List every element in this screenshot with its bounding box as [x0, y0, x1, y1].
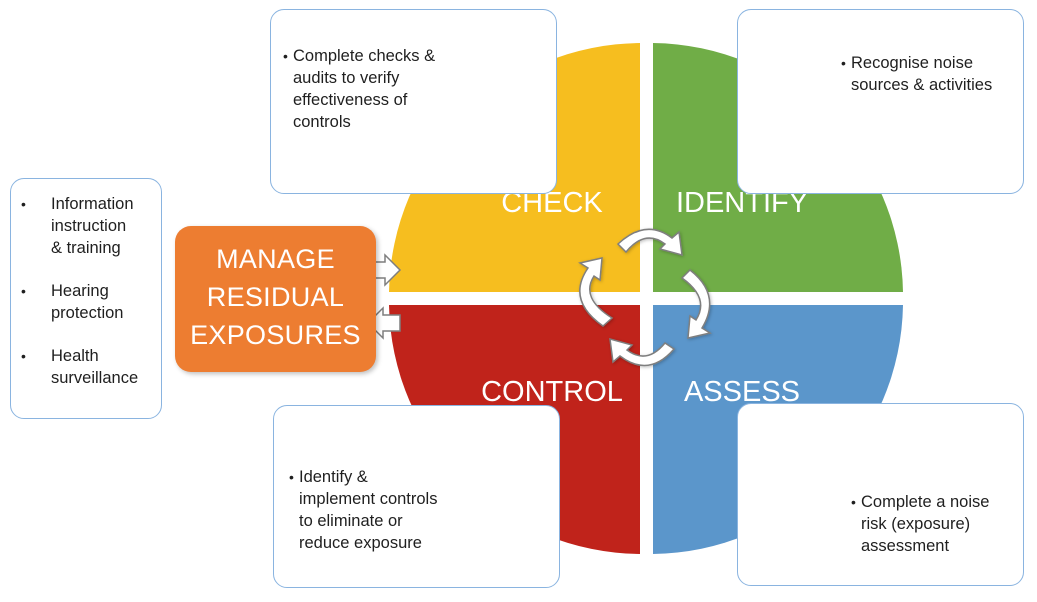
manage-item-text: Hearing protection [51, 282, 124, 322]
list-item: • Hearing protection [21, 280, 155, 324]
check-note-text: Complete checks & audits to verify effec… [293, 47, 436, 131]
cycle-arrow-top-icon [616, 228, 683, 257]
manage-item-text: Information instruction & training [51, 195, 134, 257]
list-item: • Information instruction & training [21, 193, 155, 259]
bullet-icon: • [21, 196, 26, 212]
assess-label: ASSESS [683, 376, 801, 408]
bullet-icon: • [289, 469, 294, 485]
manage-residual-label: MANAGE RESIDUAL EXPOSURES [190, 244, 361, 350]
bullet-icon: • [841, 55, 846, 71]
bullet-icon: • [21, 283, 26, 299]
manage-residual-box [175, 226, 376, 372]
assess-note: • Complete a noise risk (exposure) asses… [737, 403, 1024, 586]
check-note: • Complete checks & audits to verify eff… [270, 9, 557, 194]
list-item: • Health surveillance [21, 345, 155, 389]
cycle-arrow-right-icon [680, 269, 712, 339]
manage-note: • Information instruction & training • H… [10, 178, 162, 419]
manage-item-text: Health surveillance [51, 347, 139, 387]
identify-note: • Recognise noise sources & activities [737, 9, 1024, 194]
control-label: CONTROL [481, 376, 623, 408]
assess-note-text: Complete a noise risk (exposure) assessm… [861, 493, 990, 555]
cycle-arrow-left-icon [578, 257, 614, 327]
bullet-icon: • [851, 494, 856, 510]
control-note: • Identify & implement controls to elimi… [273, 405, 560, 588]
identify-note-text: Recognise noise sources & activities [851, 54, 993, 94]
bullet-icon: • [283, 48, 288, 64]
bullet-icon: • [21, 348, 26, 364]
control-note-text: Identify & implement controls to elimina… [299, 468, 438, 552]
cycle-arrow-bottom-icon [609, 337, 676, 367]
